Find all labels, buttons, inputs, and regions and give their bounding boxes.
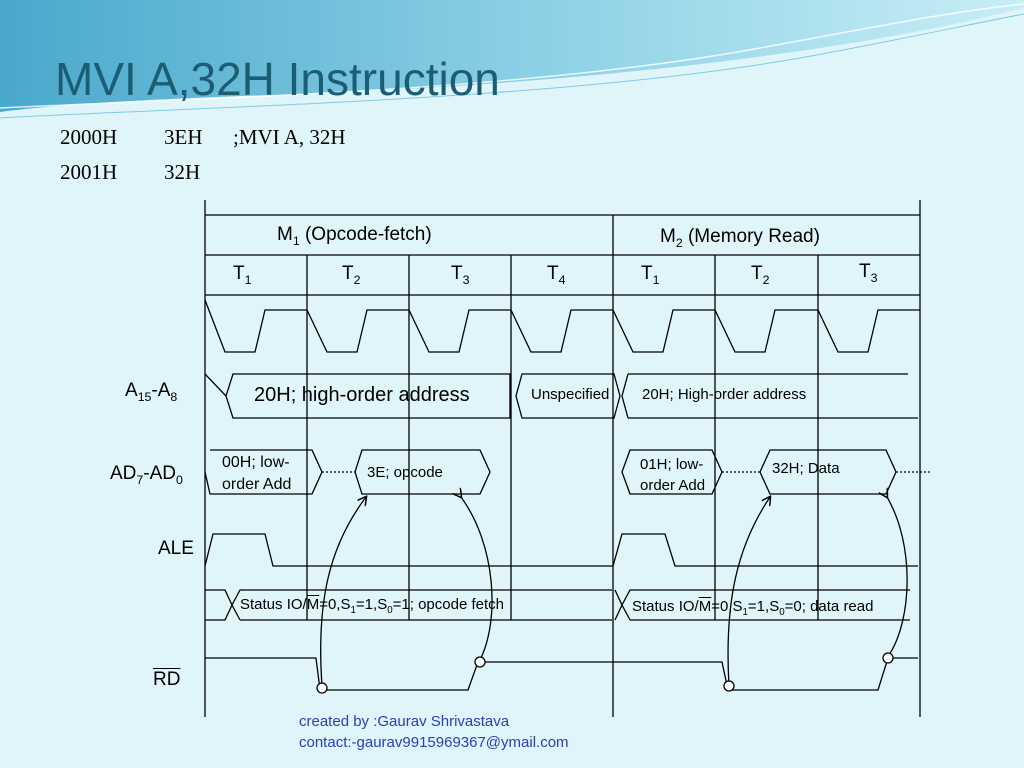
- a15-bus-m2: [621, 373, 918, 419]
- signal-label-a15-a8: A15-A8: [125, 380, 178, 404]
- clock-waveform: [204, 299, 920, 353]
- t-state-label: T2: [342, 263, 361, 287]
- t-state-label: T1: [641, 263, 660, 287]
- t-state-label: T1: [233, 263, 252, 287]
- rd-waveform-m1: [205, 657, 612, 691]
- signal-label-ale: ALE: [158, 538, 194, 559]
- code-value: 3EH: [164, 125, 203, 149]
- rd-event-circle: [474, 656, 486, 668]
- code-comment: ;MVI A, 32H: [233, 125, 346, 149]
- status-bus-m1: [205, 589, 612, 621]
- credit-author: created by :Gaurav Shrivastava: [299, 713, 510, 730]
- bus-text-low-address-m2: 01H; low-order Add: [640, 456, 706, 494]
- status-text-m2: Status IO/M=0,S1=1,S0=0; data read: [632, 598, 874, 618]
- machine-cycle-m2: M2 (Memory Read): [660, 226, 820, 250]
- t-state-label: T4: [547, 263, 566, 287]
- t-state-label: T2: [751, 263, 770, 287]
- a15-bus-unspecified: [515, 373, 621, 419]
- timing-diagram: [204, 200, 930, 717]
- bus-text-opcode: 3E; opcode: [367, 464, 443, 481]
- header-swoosh: [0, 0, 1024, 112]
- arrow-opcode-to-rd-m1: [461, 497, 493, 661]
- bus-text-unspecified: Unspecified: [531, 386, 610, 403]
- a15-bus-m1: [225, 373, 511, 419]
- arrow-rd-to-data-m2: [727, 497, 770, 687]
- ad-bus-m1-low: [204, 449, 323, 495]
- code-address: 2001H: [60, 160, 118, 184]
- credit-contact: contact:-gaurav9915969367@ymail.com: [299, 734, 569, 751]
- ad-bus-m2-low: [621, 449, 723, 495]
- rd-event-circle: [316, 682, 328, 694]
- signal-label-rd: RD: [153, 669, 181, 690]
- machine-cycle-m1: M1 (Opcode-fetch): [277, 224, 432, 248]
- code-value: 32H: [164, 160, 201, 184]
- slide-title: MVI A,32H Instruction: [55, 53, 500, 105]
- rd-event-circle: [723, 680, 735, 692]
- t-state-label: T3: [451, 263, 470, 287]
- signal-label-ad7-ad0: AD7-AD0: [110, 463, 183, 487]
- bus-text-high-address-m2: 20H; High-order address: [642, 386, 807, 403]
- ale-waveform-m1: [204, 533, 613, 567]
- rd-event-circle: [882, 652, 894, 664]
- arrow-rd-to-opcode-m1: [320, 497, 366, 687]
- t-state-label: T3: [859, 261, 878, 285]
- ale-waveform-m2: [612, 533, 918, 567]
- status-bus-m2: [614, 589, 910, 621]
- rd-waveform-m2: [612, 657, 918, 691]
- code-address: 2000H: [60, 125, 118, 149]
- arrow-data-to-rd-m2: [887, 497, 908, 656]
- bus-text-high-address-m1: 20H; high-order address: [254, 384, 470, 406]
- bus-text-data: 32H; Data: [772, 460, 840, 477]
- status-text-m1: Status IO/M=0,S1=1,S0=1; opcode fetch: [240, 596, 504, 616]
- bus-text-low-address-m1: 00H; low-order Add: [222, 454, 292, 493]
